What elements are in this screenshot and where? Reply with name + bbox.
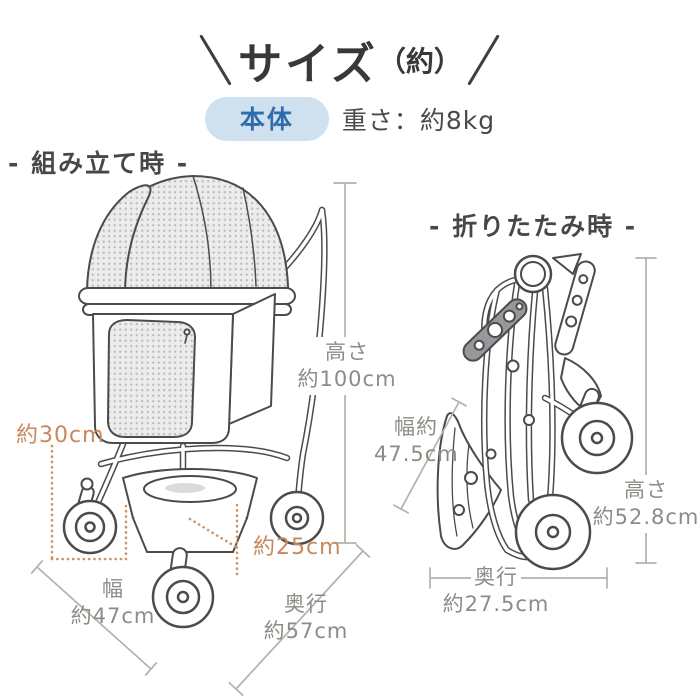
folded-width-label: 幅約 47.5cm <box>374 415 459 466</box>
front-clearance-guide <box>188 503 239 578</box>
pocket-height-guide <box>50 444 128 561</box>
assembled-stroller-illustration <box>62 175 328 629</box>
assembled-depth-label: 奥行 約57cm <box>263 592 349 643</box>
assembled-depth-line <box>228 544 371 696</box>
folded-stroller-illustration <box>436 253 634 571</box>
assembled-width-label: 幅 約47cm <box>70 577 156 628</box>
folded-width-line <box>393 397 467 514</box>
weight-text: 重さ：約8kg <box>341 106 496 135</box>
assembled-section-label: - 組み立て時 - <box>8 149 190 178</box>
front-clearance-label: 約25cm <box>253 535 342 560</box>
pocket-height-label: 約30cm <box>16 423 105 448</box>
title-text: サイズ <box>238 39 378 90</box>
body-badge: 本体 <box>204 97 329 141</box>
assembled-width-line <box>30 560 158 676</box>
title-suffix: （約） <box>377 45 462 78</box>
folded-height-label: 高さ 約52.8cm <box>592 475 700 533</box>
weight-row: 本体 重さ：約8kg <box>0 97 700 141</box>
page-title: サイズ（約） <box>0 28 700 92</box>
folded-depth-label: 奥行 約27.5cm <box>442 564 550 616</box>
assembled-height-label: 高さ 約100cm <box>295 337 399 395</box>
folded-section-label: - 折りたたみ時 - <box>429 212 638 241</box>
